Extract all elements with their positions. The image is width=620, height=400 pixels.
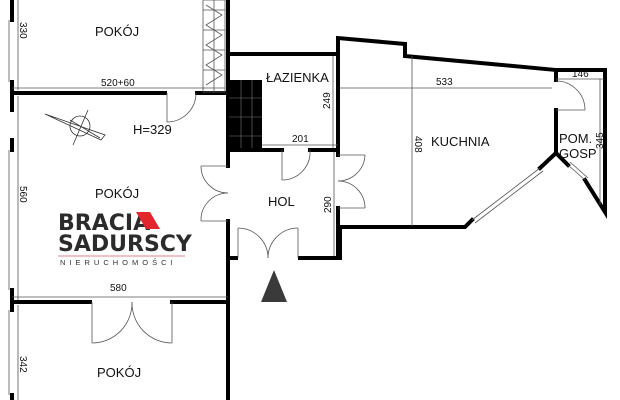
dim-middle-room-height: 560	[17, 186, 28, 203]
logo-line1: BRACIA	[58, 211, 150, 236]
room-labels: POKÓJ POKÓJ POKÓJ ŁAZIENKA HOL KUCHNIA P…	[95, 24, 597, 380]
logo-accent-shape	[136, 212, 160, 229]
dim-utility-height: 345	[595, 132, 606, 149]
entrance-arrow-icon	[261, 270, 287, 302]
room-label-bottom: POKÓJ	[97, 365, 141, 380]
logo-line2: SADURSCY	[58, 232, 193, 257]
bathroom-tile-block	[229, 80, 262, 148]
dim-kitchen-width: 533	[436, 77, 453, 88]
room-label-bathroom: ŁAZIENKA	[266, 70, 329, 85]
dim-top-room-height: 330	[17, 22, 28, 39]
logo-tagline: NIERUCHOMOŚCI	[60, 258, 177, 267]
dim-hall-height: 290	[323, 196, 334, 213]
room-label-top: POKÓJ	[95, 24, 139, 39]
balcony-railing	[202, 0, 226, 93]
room-label-kitchen: KUCHNIA	[431, 134, 490, 149]
walls	[10, 0, 607, 400]
dimension-lines	[8, 0, 604, 400]
ceiling-height: H=329	[133, 122, 172, 137]
room-label-middle: POKÓJ	[95, 186, 139, 201]
room-label-utility-line2: GOSP	[559, 146, 597, 161]
room-label-utility-line1: POM.	[559, 131, 592, 146]
dimension-labels: 520+60 330 560 580 342 249 201 290 533 4…	[17, 22, 606, 373]
compass-icon	[44, 109, 106, 146]
dim-bathroom-height: 249	[322, 92, 333, 109]
logo: BRACIA SADURSCY NIERUCHOMOŚCI	[58, 211, 193, 267]
dim-top-room-width: 520+60	[101, 78, 135, 89]
dim-middle-room-width: 580	[110, 283, 127, 294]
dim-kitchen-height: 408	[412, 136, 423, 153]
room-label-hall: HOL	[268, 194, 295, 209]
doors	[91, 80, 586, 344]
dim-bathroom-width: 201	[292, 134, 309, 145]
dim-utility-width: 146	[572, 69, 589, 80]
dim-bottom-room-height: 342	[17, 356, 28, 373]
